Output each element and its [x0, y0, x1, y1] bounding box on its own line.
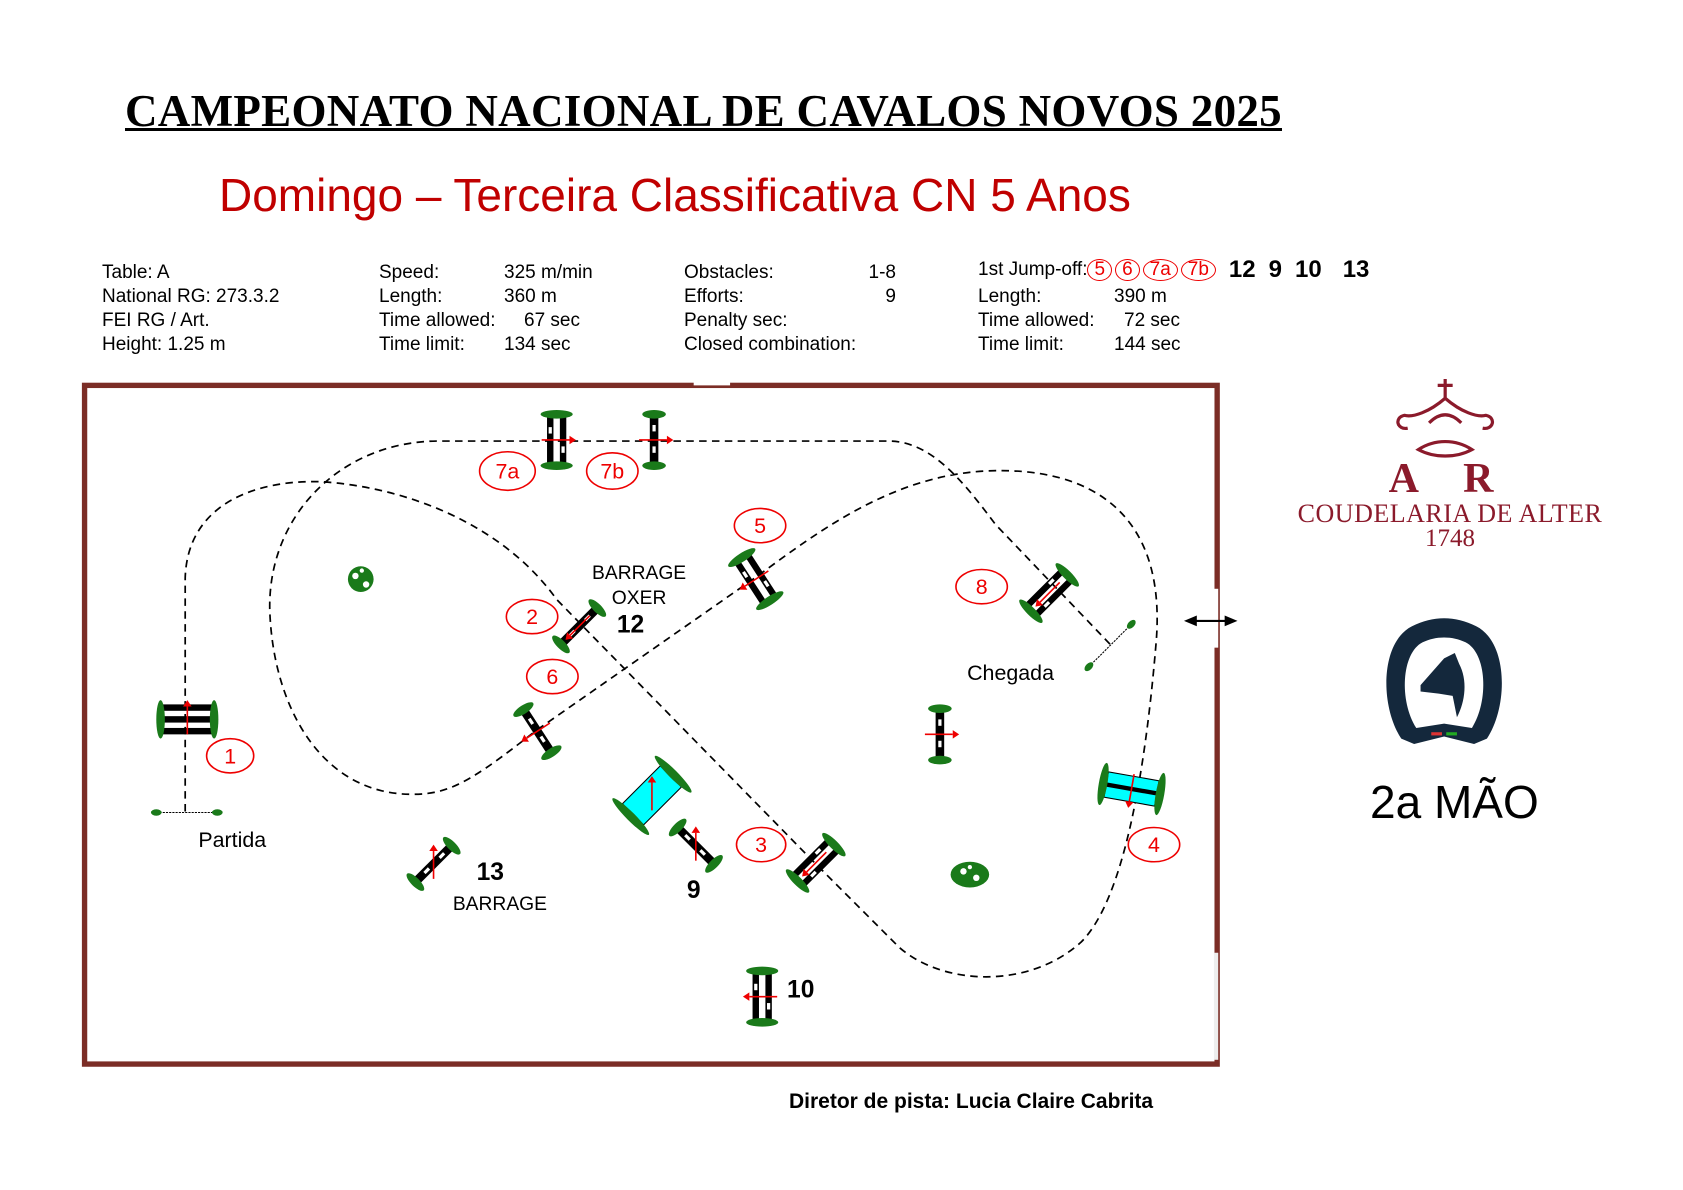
- jumpoff-sequence: 5 6 7a 7b 12 9 10 13: [1087, 255, 1370, 283]
- svg-text:5: 5: [754, 514, 766, 538]
- obstacle-7b: [638, 410, 675, 470]
- jumpoff-number: 13: [1342, 255, 1370, 283]
- barrage-oxer-label: BARRAGE: [592, 563, 686, 584]
- svg-text:4: 4: [1148, 833, 1160, 857]
- obstacle-4-water: [1097, 762, 1166, 816]
- svg-text:8: 8: [976, 575, 988, 599]
- plant-icon: [950, 861, 990, 888]
- jumpoff-number: 6: [1115, 258, 1140, 281]
- obstacle-5: [725, 545, 786, 614]
- arena-entrance: [693, 381, 731, 386]
- course-route: [184, 440, 1158, 978]
- logo-year: 1748: [1425, 525, 1475, 552]
- obstacle-13: [404, 834, 464, 894]
- info-col-3: Obstacles: 1-8 Efforts: 9 Penalty sec: Clo…: [684, 261, 896, 357]
- jumpoff-number: 10: [1294, 255, 1322, 283]
- jumpoff-label: 1st Jump-off:: [978, 258, 1088, 280]
- start-label: Partida: [198, 828, 266, 852]
- number-3: 3: [735, 826, 787, 863]
- fep-logo: [1386, 618, 1502, 744]
- obstacle-6: [511, 699, 564, 763]
- plant-icon: [347, 566, 374, 592]
- barrage-oxer-label: OXER: [612, 588, 667, 609]
- info-height: Height: 1.25 m: [102, 334, 226, 355]
- svg-text:1: 1: [224, 744, 236, 768]
- arena-exit: [1213, 588, 1219, 648]
- coudelaria-logo: A R COUDELARIA DE ALTER 1748: [1280, 375, 1620, 553]
- number-5: 5: [733, 507, 787, 544]
- course-director: Diretor de pista: Lucia Claire Cabrita: [789, 1090, 1154, 1113]
- info-label: Length:: [978, 286, 1042, 307]
- jumpoff-number: 7a: [1142, 258, 1178, 281]
- info-label: Penalty sec:: [684, 310, 788, 331]
- info-col-4: 1st Jump-off: 5 6 7a 7b 12 9 10 13 Lengt…: [978, 254, 1369, 357]
- info-label: Closed combination:: [684, 334, 857, 355]
- info-label: Time limit:: [978, 334, 1064, 355]
- info-col-1: Table: A National RG: 273.3.2 FEI RG / A…: [102, 261, 279, 357]
- info-time-allowed: 67 sec: [524, 310, 580, 331]
- finish-line: [1084, 619, 1136, 672]
- jumpoff-number: 12: [1228, 255, 1256, 283]
- number-6: 6: [525, 658, 579, 695]
- svg-text:3: 3: [755, 833, 767, 857]
- jumpoff-length: 390 m: [1114, 286, 1167, 307]
- info-label: Time allowed:: [379, 310, 496, 331]
- info-efforts: 9: [885, 286, 896, 307]
- gate-arrow-icon: [1183, 615, 1238, 627]
- jumpoff-time-allowed: 72 sec: [1124, 310, 1180, 331]
- jumpoff-number: 9: [1268, 255, 1282, 283]
- obstacle-9: [666, 816, 726, 876]
- number-8: 8: [955, 568, 1009, 605]
- info-label: Efforts:: [684, 286, 744, 307]
- info-label: Speed:: [379, 262, 440, 283]
- finish-label: Chegada: [967, 661, 1054, 685]
- number-7a: 7a: [478, 450, 537, 492]
- info-length: 360 m: [504, 286, 557, 307]
- info-speed: 325 m/min: [504, 262, 593, 283]
- info-label: Time limit:: [379, 334, 465, 355]
- info-col-2: Speed: 325 m/min Length: 360 m Time allowe…: [379, 261, 593, 357]
- info-table: Table: A: [102, 262, 170, 283]
- svg-text:2: 2: [526, 605, 538, 629]
- jumpoff-12: 12: [617, 612, 644, 639]
- obstacle-8: [1016, 560, 1082, 626]
- start-line: [150, 809, 223, 816]
- round-label: 2a MÃO: [1370, 776, 1539, 828]
- obstacle-1: [156, 699, 219, 739]
- info-time-limit: 134 sec: [504, 334, 571, 355]
- jumpoff-13: 13: [477, 859, 504, 886]
- svg-text:7a: 7a: [496, 460, 520, 484]
- obstacle-7a: [540, 410, 577, 470]
- number-4: 4: [1127, 826, 1181, 863]
- arena-border: [81, 382, 1220, 1067]
- number-1: 1: [205, 737, 255, 774]
- jumpoff-number: 5: [1087, 258, 1113, 281]
- barrage-label: BARRAGE: [453, 894, 547, 915]
- obstacle-9-water: [612, 755, 692, 835]
- svg-text:6: 6: [546, 665, 558, 689]
- coudelaria-crown-icon: [1396, 378, 1494, 458]
- jumpoff-number: 7b: [1180, 258, 1216, 281]
- obstacle-extra: [924, 704, 960, 765]
- info-national-rg: National RG: 273.3.2: [102, 286, 280, 307]
- logo-name: COUDELARIA DE ALTER: [1297, 499, 1603, 528]
- arena-gate: [1213, 952, 1219, 1060]
- info-label: Obstacles:: [684, 262, 774, 283]
- page-subtitle: Domingo – Terceira Classificativa CN 5 A…: [219, 169, 1131, 221]
- info-obstacles: 1-8: [868, 262, 896, 283]
- svg-text:7b: 7b: [600, 460, 624, 484]
- page-title: CAMPEONATO NACIONAL DE CAVALOS NOVOS 202…: [125, 86, 1282, 136]
- jumpoff-9: 9: [687, 877, 701, 904]
- number-2: 2: [505, 598, 559, 635]
- jumpoff-10: 10: [787, 977, 814, 1004]
- jumpoff-time-limit: 144 sec: [1114, 334, 1181, 355]
- info-fei-rg: FEI RG / Art.: [102, 310, 210, 331]
- info-label: Time allowed:: [978, 310, 1095, 331]
- obstacle-2: [549, 596, 609, 656]
- logo-letters: A R: [1388, 456, 1512, 502]
- obstacle-10: [742, 966, 779, 1027]
- info-label: Length:: [379, 286, 443, 307]
- number-7b: 7b: [585, 452, 639, 491]
